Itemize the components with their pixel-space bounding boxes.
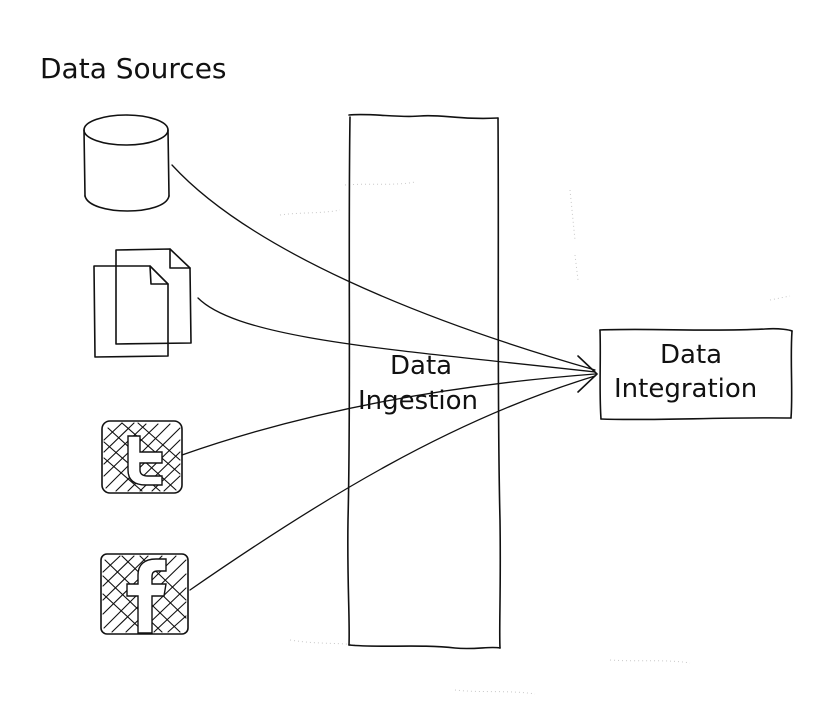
diagram-title: Data Sources — [40, 52, 227, 85]
data-ingestion-box — [346, 113, 502, 650]
database-cylinder-icon — [83, 114, 170, 212]
connector-lines — [171, 164, 598, 591]
document-files-icon — [93, 248, 192, 358]
facebook-letter — [126, 558, 167, 634]
ingestion-label-line2: Ingestion — [358, 386, 478, 416]
facebook-icon — [100, 553, 189, 635]
twitter-icon — [101, 420, 183, 494]
twitter-letter — [127, 435, 163, 486]
arrow-head-icon — [577, 355, 598, 393]
integration-label-line1: Data — [660, 340, 722, 370]
connector-facebook — [189, 375, 596, 591]
integration-label-line2: Integration — [614, 374, 757, 404]
data-integration-box — [599, 327, 793, 421]
background-smudges — [279, 181, 791, 695]
connector-database — [171, 164, 596, 371]
connector-twitter — [181, 373, 596, 456]
connector-files — [197, 297, 596, 373]
ingestion-label-line1: Data — [390, 351, 452, 381]
